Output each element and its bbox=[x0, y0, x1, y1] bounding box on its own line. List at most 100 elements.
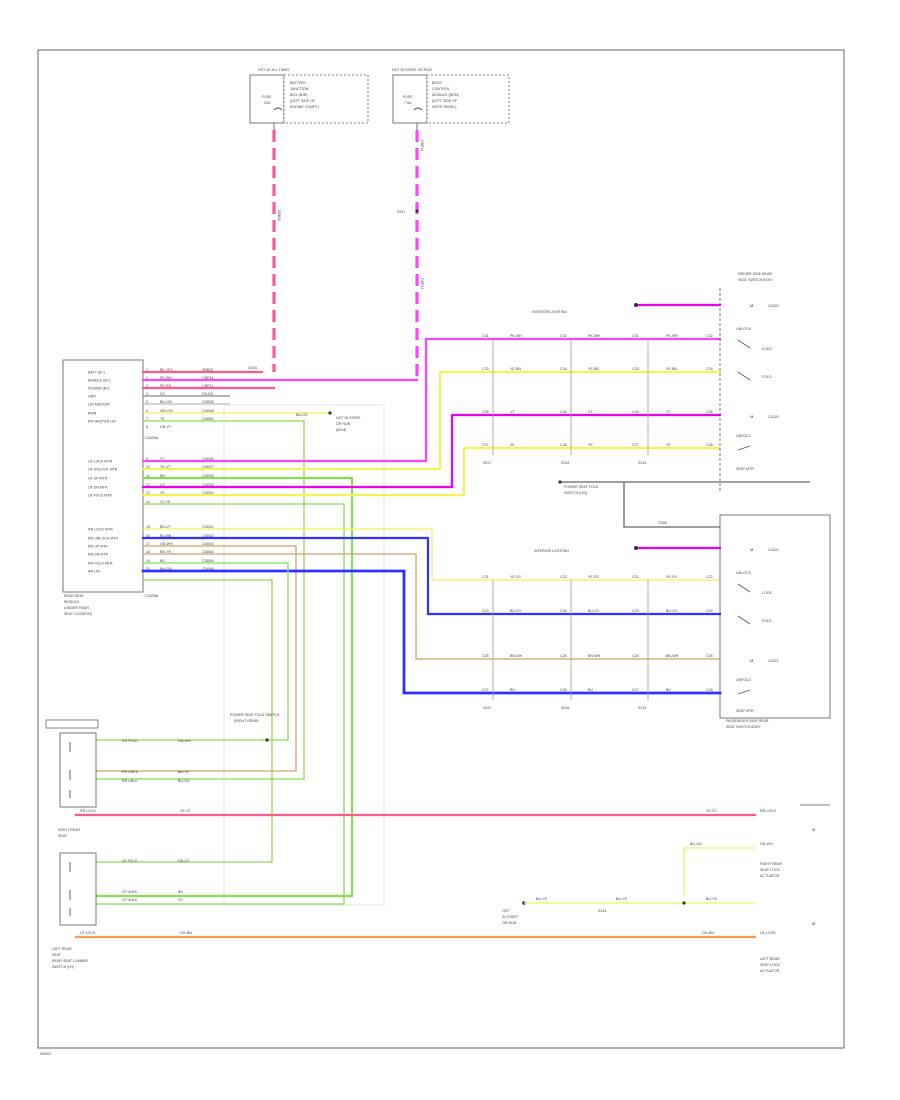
diagram-frame bbox=[37, 49, 845, 1049]
module-pin-number: 13 bbox=[146, 491, 150, 495]
fuse-left-amp: 20A bbox=[264, 101, 271, 105]
hot-start-note-1: HOT IN START bbox=[336, 416, 361, 420]
module-name-3: (UNDER REAR bbox=[64, 606, 89, 610]
module-circuit: GD123 bbox=[202, 392, 213, 396]
pin-label: C26 bbox=[706, 654, 713, 658]
mid-wire-label: BU-GY bbox=[666, 609, 678, 613]
rr-lock-label: RR LOCK bbox=[80, 809, 97, 813]
splice-label: S317 bbox=[483, 706, 491, 710]
fuse-left-desc-5: ENGINE COMPT) bbox=[290, 105, 319, 109]
fuse-right-desc-3: MODULE (BCM) bbox=[432, 93, 459, 97]
fuse-right-desc-4: (LEFT SIDE OF bbox=[432, 99, 458, 103]
module-pin-number: 6 bbox=[146, 409, 148, 413]
right-lock-title-1: RIGHT REAR bbox=[760, 862, 783, 866]
hot-start-lower-1: HOT bbox=[502, 909, 510, 913]
hot-start-lower-2: IN START bbox=[502, 915, 519, 919]
mid-ground-drop bbox=[623, 482, 720, 528]
module-pin-name: LIN MASTER bbox=[88, 403, 110, 407]
fuse-right-block: HOT IN START OR RUN FUSE 7.5A BODY CONTR… bbox=[392, 68, 510, 124]
rr-lock-wire-label: YE-VT bbox=[180, 809, 191, 813]
wire-lr-dn bbox=[141, 413, 722, 489]
hot-start-wire: BU-OG bbox=[296, 413, 308, 417]
pin-label: C28 bbox=[560, 688, 567, 692]
module-circuit: CDB45 bbox=[202, 559, 214, 563]
mid-wire-label: VT bbox=[588, 410, 593, 414]
right-rear-seat-switch: RIGHT REAR SEAT RR FOLD RR UNFD RR UNLK … bbox=[45, 713, 280, 838]
pin-label: C32 bbox=[560, 334, 567, 338]
fuse-left-wire-label: SBB20 bbox=[277, 210, 281, 221]
pin-label: C31 bbox=[632, 334, 639, 338]
splice-label: S315 bbox=[638, 706, 646, 710]
switch-upper-title-1: DRIVER SIDE REAR bbox=[738, 272, 772, 276]
left-lock-title-1: LEFT REAR bbox=[760, 957, 780, 961]
lr-lock-wire-label-2: OG-BN bbox=[702, 931, 714, 935]
module-connector-top: C4325A bbox=[145, 436, 159, 440]
pin-label: C21 bbox=[632, 575, 639, 579]
fuse-left-desc-1: BATTERY bbox=[290, 81, 307, 85]
module-name-1: REAR SEAT bbox=[64, 594, 85, 598]
mid-wire-label: BU bbox=[666, 688, 671, 692]
wire-lr-lock bbox=[141, 337, 722, 463]
module-circuit: CDB43 bbox=[202, 542, 214, 546]
mid-wire-label: YE bbox=[666, 443, 671, 447]
module-pin-name: BATT (B+) bbox=[88, 371, 105, 375]
module-wire-color: BN-YE bbox=[160, 550, 172, 554]
switch-lower-connector: C4321 bbox=[768, 548, 779, 552]
pin-label: C25 bbox=[482, 654, 489, 658]
mid-wire-label: BU-GY bbox=[588, 609, 600, 613]
mid-wire-label: BU-GY bbox=[510, 609, 522, 613]
hot-start-lower-wire-a: BU-YE bbox=[536, 897, 548, 901]
pin-label: C27 bbox=[482, 688, 489, 692]
left-seat-pin-3: LR UNLK bbox=[122, 898, 138, 902]
upper-interior-lighting: INTERIOR LIGHTING bbox=[532, 310, 567, 314]
module-circuit: CDB36 bbox=[202, 457, 214, 461]
left-lock-title-2: SEAT LOCK bbox=[760, 963, 780, 967]
fuse-right-splice: S321 bbox=[397, 210, 405, 214]
module-circuit: CBP13 bbox=[202, 384, 213, 388]
wire-lr-fold-2 bbox=[76, 503, 345, 905]
pin-label: C36 bbox=[706, 410, 713, 414]
module-wire-color: YE bbox=[160, 417, 165, 421]
hot-start-note-3: (BCM) bbox=[336, 428, 346, 432]
pin-label: C34 bbox=[560, 367, 567, 371]
wire-rr-dn bbox=[143, 553, 720, 660]
module-wire-color: GY bbox=[160, 483, 166, 487]
mid-wire-label: BN-WH bbox=[588, 654, 601, 658]
module-wire-color: BN-GN bbox=[160, 567, 172, 571]
pin-label: C27 bbox=[632, 688, 639, 692]
right-seat-pin-2: RR UNFD bbox=[122, 770, 139, 774]
fuse-left-desc-2: JUNCTION bbox=[290, 87, 309, 91]
module-wire-color: GN-WH bbox=[160, 542, 173, 546]
hot-start-lower-3: OR RUN bbox=[502, 921, 517, 925]
pin-label: C23 bbox=[482, 609, 489, 613]
module-name-4: SEAT CUSHION) bbox=[64, 612, 92, 616]
right-lock-top-wire-right: GN-WH bbox=[760, 842, 773, 846]
left-seat-wire-1: GN-VT bbox=[178, 859, 190, 863]
lower-interior-lighting: INTERIOR LIGHTING bbox=[534, 549, 569, 553]
left-seat-label-2: SEAT bbox=[52, 953, 62, 957]
fuse-right-desc-2: CONTROL bbox=[432, 87, 450, 91]
upper-motor-icon-2: M bbox=[750, 414, 753, 419]
module-pin-name: RR LOCK MTR bbox=[88, 528, 113, 532]
module-pin-number: 16 bbox=[146, 534, 150, 538]
module-pin-name: LR FOLD MTR bbox=[88, 494, 112, 498]
module-pin-name: ENABLE (B+) bbox=[88, 379, 110, 383]
fuse-left-block: HOT AT ALL TIMES FUSE 20A BATTERY JUNCTI… bbox=[249, 68, 369, 124]
mid-wire-label: BU bbox=[588, 688, 593, 692]
lower-motor-icon-2: M bbox=[750, 658, 753, 663]
right-seat-fold-sub: (RIGHT REAR) bbox=[234, 719, 259, 723]
module-pin-number: 15 bbox=[146, 525, 150, 529]
module-circuit: CDB35 bbox=[202, 400, 214, 404]
footer-code: W0002 bbox=[40, 1052, 51, 1056]
switch-lower-assembly: PASSENGER SIDE REAR SEAT SWITCH ASSY UNL… bbox=[719, 514, 831, 729]
switch-lower-label-unlock: UNLOCK bbox=[736, 571, 752, 575]
wire-rr-lin bbox=[76, 579, 273, 863]
left-seat-label-1: LEFT REAR bbox=[52, 947, 72, 951]
ground-mid-label: G305 bbox=[658, 521, 667, 525]
module-pin-number: 12 bbox=[146, 483, 150, 487]
left-seat-wire-3: GY bbox=[178, 898, 184, 902]
fuse-right-fuse-label: FUSE bbox=[403, 95, 413, 99]
wire-rr-extra bbox=[76, 562, 289, 741]
mid-wire-label: YE-BN bbox=[588, 367, 599, 371]
right-seat-label-1: RIGHT REAR bbox=[58, 828, 81, 832]
